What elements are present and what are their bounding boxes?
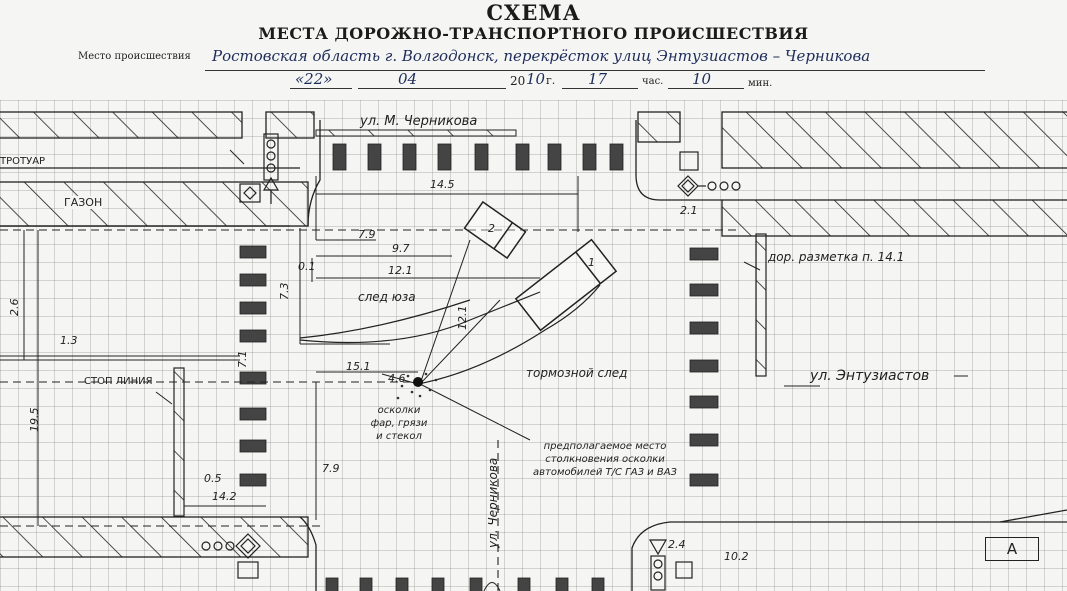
dim-12-1-a: 12.1 <box>388 264 413 277</box>
traffic-light-top <box>239 133 280 204</box>
brake-marks-label: тормозной след <box>526 366 628 380</box>
traffic-light-bottom-right <box>648 539 693 591</box>
vehicle-2-label: 2 <box>488 222 495 235</box>
crosswalk-right <box>689 247 719 487</box>
stop-line-label: СТОП ЛИНИЯ <box>84 376 153 387</box>
road-edges <box>0 120 1067 591</box>
dim-19-5: 19.5 <box>28 407 41 433</box>
debris-dots <box>396 372 438 400</box>
vehicles <box>463 200 618 332</box>
street-right-label: ул. Энтузиастов <box>810 368 930 384</box>
block-top-right-small <box>637 111 681 143</box>
traffic-light-right <box>677 151 741 197</box>
day-line <box>290 88 352 89</box>
top-stop-bar <box>315 129 517 137</box>
collision-point <box>413 377 423 387</box>
vehicle-2 <box>463 200 527 260</box>
block-top-left <box>0 111 243 139</box>
date-year: 10 <box>526 70 546 88</box>
month-line <box>358 88 506 89</box>
dim-12-1-b: 12.1 <box>456 305 469 331</box>
brake-trace-label: след юза <box>358 290 416 304</box>
place-label: Место происшествия <box>78 51 191 62</box>
date-minute: 10 <box>692 70 712 88</box>
block-top-right <box>721 111 1067 169</box>
marking-label: дор. разметка п. 14.1 <box>768 250 905 264</box>
crosswalk-top <box>332 143 624 171</box>
scheme-box-a: А <box>985 537 1039 561</box>
document-subtitle: МЕСТА ДОРОЖНО-ТРАНСПОРТНОГО ПРОИСШЕСТВИЯ <box>258 24 809 43</box>
sidewalk-label: ТРОТУАР <box>0 156 46 167</box>
block-bottom-left <box>0 516 309 558</box>
street-bottom-label: ул. Черникова <box>486 457 500 548</box>
place-line <box>205 70 985 71</box>
year-label: г. <box>546 74 556 87</box>
block-right-lawn <box>721 199 1067 237</box>
date-month: 04 <box>398 70 418 88</box>
crosswalk-bottom <box>325 577 605 591</box>
debris-label: осколки фар, грязи и стекол <box>370 405 428 442</box>
minute-label: мин. <box>748 78 773 89</box>
minute-line <box>668 88 744 89</box>
dim-0-1: 0.1 <box>298 260 316 273</box>
stop-line-bar <box>173 367 185 517</box>
dim-10-2: 10.2 <box>724 550 749 563</box>
hour-label: час. <box>642 76 664 87</box>
trajectories <box>299 284 601 385</box>
dim-14-2: 14.2 <box>212 490 237 503</box>
dim-2-6: 2.6 <box>8 298 21 317</box>
building-blocks <box>0 111 1067 558</box>
dim-7-3: 7.3 <box>278 282 291 301</box>
dim-15-1: 15.1 <box>346 360 371 373</box>
measurement-lines <box>0 176 579 526</box>
collision-label: предполагаемое место столкновения осколк… <box>533 441 677 478</box>
place-value: Ростовская область г. Волгодонск, перекр… <box>212 47 871 65</box>
dim-0-5: 0.5 <box>204 472 222 485</box>
sign-2-1-label: 2.1 <box>680 204 698 217</box>
lawn-label: ГАЗОН <box>64 196 103 209</box>
vehicle-1 <box>514 238 618 332</box>
dim-4-6: 4.6 <box>388 372 406 385</box>
arrow-marks <box>155 149 968 591</box>
dim-7-9-a: 7.9 <box>358 228 376 241</box>
date-day: «22» <box>295 70 333 88</box>
year-prefix: 20 <box>510 74 526 88</box>
street-top-label: ул. М. Черникова <box>360 114 478 129</box>
date-hour: 17 <box>588 70 608 88</box>
dim-7-9-b: 7.9 <box>322 462 340 475</box>
block-lawn-left <box>0 181 309 227</box>
dim-2-4: 2.4 <box>668 538 686 551</box>
vehicle-1-label: 1 <box>588 256 595 269</box>
dim-9-7: 9.7 <box>392 242 410 255</box>
dim-1-3: 1.3 <box>60 334 78 347</box>
marking-bar <box>755 233 767 377</box>
hour-line <box>562 88 638 89</box>
dim-14-5: 14.5 <box>430 178 455 191</box>
traffic-light-bottom-left <box>201 533 261 579</box>
dashed-axes <box>0 229 740 591</box>
crosswalk-left <box>239 245 267 487</box>
document-title: СХЕМА <box>486 0 581 25</box>
dim-7-1: 7.1 <box>236 350 249 369</box>
